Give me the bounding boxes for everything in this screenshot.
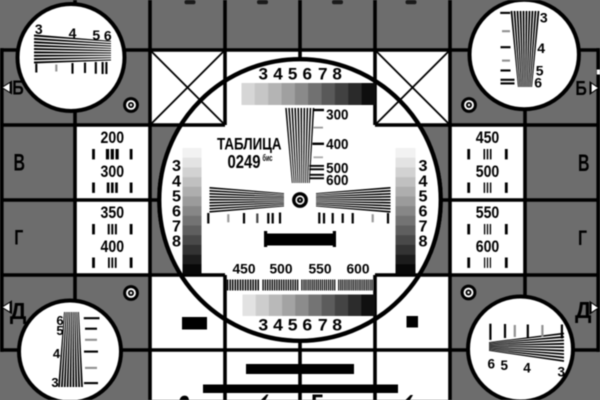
svg-text:4: 4 <box>419 173 428 190</box>
svg-text:В: В <box>14 150 26 177</box>
svg-text:4: 4 <box>53 346 61 361</box>
svg-text:600: 600 <box>347 260 370 276</box>
svg-text:600: 600 <box>326 173 348 189</box>
svg-text:350: 350 <box>101 203 125 222</box>
svg-text:Г: Г <box>14 226 23 249</box>
svg-text:550: 550 <box>309 260 332 276</box>
svg-text:4: 4 <box>69 25 77 41</box>
svg-text:3: 3 <box>51 375 58 390</box>
svg-text:6: 6 <box>534 75 542 91</box>
svg-text:3: 3 <box>540 9 548 25</box>
svg-text:ТАБЛИЦА: ТАБЛИЦА <box>217 136 282 154</box>
svg-text:3: 3 <box>557 364 565 379</box>
svg-text:4: 4 <box>273 66 283 84</box>
svg-text:3: 3 <box>419 158 428 175</box>
svg-text:4: 4 <box>537 40 545 56</box>
svg-text:8: 8 <box>332 66 342 84</box>
svg-text:500: 500 <box>270 260 293 276</box>
svg-text:6: 6 <box>56 313 63 328</box>
svg-text:8: 8 <box>332 317 342 335</box>
svg-text:0249: 0249 <box>228 151 261 172</box>
svg-text:6: 6 <box>419 203 428 220</box>
svg-text:6: 6 <box>487 356 495 371</box>
svg-text:6: 6 <box>172 203 181 220</box>
svg-text:450: 450 <box>233 260 256 276</box>
svg-text:7: 7 <box>419 218 428 235</box>
svg-text:5: 5 <box>536 63 544 79</box>
svg-text:Б: Б <box>575 77 587 100</box>
svg-text:5: 5 <box>172 188 181 205</box>
svg-text:6: 6 <box>104 28 112 44</box>
svg-text:Б: Б <box>12 77 24 100</box>
svg-text:7: 7 <box>318 66 328 84</box>
svg-text:3: 3 <box>258 317 268 335</box>
svg-text:8: 8 <box>419 233 428 250</box>
svg-text:5: 5 <box>419 188 428 205</box>
svg-text:7: 7 <box>318 317 328 335</box>
svg-text:3: 3 <box>35 21 43 37</box>
svg-text:Д: Д <box>575 297 592 323</box>
svg-text:4: 4 <box>172 173 181 190</box>
svg-text:400: 400 <box>326 137 348 153</box>
svg-text:450: 450 <box>476 128 500 147</box>
svg-text:6: 6 <box>302 317 312 335</box>
svg-text:500: 500 <box>326 161 348 177</box>
svg-text:500: 500 <box>476 162 500 181</box>
svg-text:5: 5 <box>500 358 508 373</box>
svg-text:3: 3 <box>172 158 181 175</box>
svg-text:300: 300 <box>101 162 125 181</box>
svg-text:5: 5 <box>288 66 298 84</box>
svg-text:5: 5 <box>288 317 298 335</box>
svg-text:6: 6 <box>303 66 313 84</box>
svg-text:400: 400 <box>101 237 125 256</box>
svg-text:8: 8 <box>172 233 181 250</box>
svg-text:7: 7 <box>172 218 181 235</box>
svg-text:В: В <box>578 150 590 177</box>
svg-text:600: 600 <box>476 237 500 256</box>
svg-text:3: 3 <box>259 66 269 84</box>
svg-text:Д: Д <box>10 298 27 324</box>
svg-text:5: 5 <box>56 323 63 338</box>
svg-text:300: 300 <box>326 107 348 123</box>
svg-text:4: 4 <box>273 317 284 335</box>
svg-text:бис: бис <box>263 153 273 163</box>
svg-text:200: 200 <box>101 128 125 147</box>
svg-text:550: 550 <box>476 203 500 222</box>
svg-text:Г: Г <box>578 227 587 250</box>
svg-text:4: 4 <box>523 360 531 375</box>
svg-text:5: 5 <box>92 27 100 43</box>
